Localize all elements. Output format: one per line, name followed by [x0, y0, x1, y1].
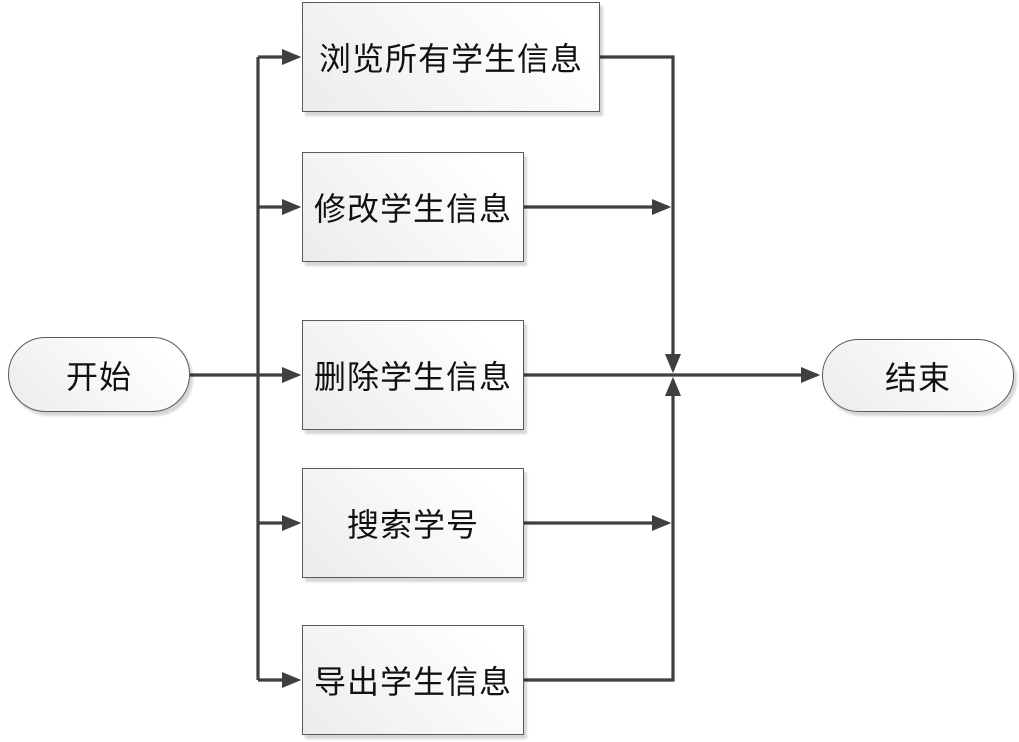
node-end-label: 结束	[884, 359, 951, 396]
node-delete-student: 删除学生信息	[302, 320, 524, 430]
node-export-student-label: 导出学生信息	[313, 664, 512, 700]
node-modify-student-label: 修改学生信息	[313, 191, 512, 227]
node-search-id: 搜索学号	[302, 468, 524, 578]
node-start: 开始	[8, 337, 190, 412]
node-delete-student-label: 删除学生信息	[313, 359, 512, 395]
node-browse-students-label: 浏览所有学生信息	[318, 41, 583, 77]
node-browse-students: 浏览所有学生信息	[302, 2, 600, 112]
node-end: 结束	[822, 339, 1014, 412]
node-start-label: 开始	[65, 358, 132, 395]
node-modify-student: 修改学生信息	[302, 152, 524, 262]
edge-browse-to-merge	[600, 55, 681, 374]
edge-export-to-merge	[523, 376, 681, 682]
node-search-id-label: 搜索学号	[346, 507, 479, 543]
node-export-student: 导出学生信息	[302, 625, 524, 735]
